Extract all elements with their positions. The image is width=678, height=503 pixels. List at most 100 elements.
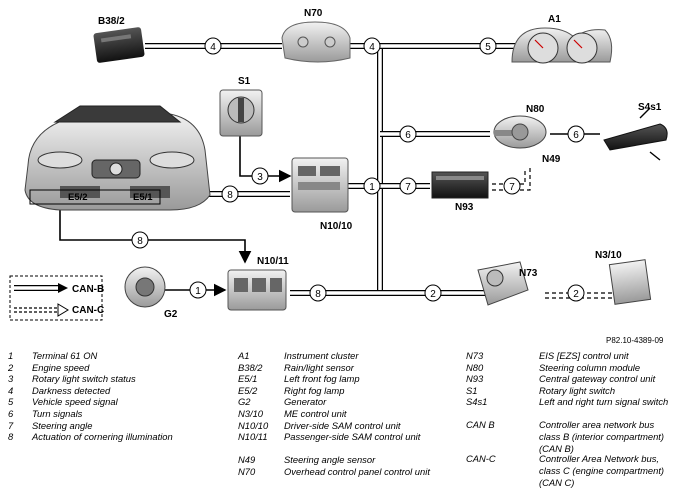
signal-marker: 2: [567, 284, 585, 302]
can-legend: CAN-B CAN-C: [9, 275, 104, 321]
legend-key: CAN-C: [466, 453, 496, 465]
signal-marker: 5: [479, 37, 497, 55]
signal-markers: 4 4 5 6 6 3 8 1 7 7 8 1 8 2 2: [131, 37, 585, 302]
legend-row: 8 Actuation of cornering illumination: [8, 431, 228, 443]
label-e5-2: E5/2: [68, 192, 88, 203]
signal-marker: 8: [309, 284, 327, 302]
svg-text:1: 1: [369, 182, 375, 193]
legend-key: 7: [8, 419, 14, 431]
legend-text: Rotary light switch status: [32, 373, 136, 385]
legend-text: Central gateway control unit: [539, 373, 656, 385]
label-can-b: CAN-B: [72, 284, 104, 295]
legend-text: Engine speed: [32, 361, 90, 373]
svg-text:6: 6: [573, 130, 579, 141]
legend-text: Steering angle: [32, 419, 93, 431]
legend-key: N70: [238, 465, 256, 477]
label-n70: N70: [304, 8, 323, 19]
signal-marker: 1: [189, 281, 207, 299]
label-n3-10: N3/10: [595, 250, 622, 261]
legend-key: CAN B: [466, 419, 495, 431]
legend-key: 8: [8, 431, 14, 443]
vehicle-front-view: E5/2 E5/1: [24, 105, 211, 211]
legend-text: Generator: [284, 396, 327, 408]
label-n80: N80: [526, 104, 545, 115]
a1-instrument-cluster: A1: [511, 14, 613, 64]
legend-row: N80 Steering column module: [466, 362, 676, 374]
legend-text: Vehicle speed signal: [32, 396, 118, 408]
legend-text: Actuation of cornering illumination: [32, 431, 173, 443]
n3-10-me-control-unit: N3/10: [595, 250, 652, 305]
legend-key: N80: [466, 361, 484, 373]
signal-marker: 2: [424, 284, 442, 302]
legend-key: N73: [466, 350, 484, 361]
figure-id: P82.10-4389-09: [606, 336, 664, 345]
svg-text:6: 6: [405, 130, 411, 141]
legend-row: N73 EIS [EZS] control unit: [466, 350, 676, 362]
legend-key: N3/10: [238, 407, 264, 419]
legend-text: Controller Area Network bus, class C (en…: [539, 453, 665, 488]
label-can-c: CAN-C: [72, 305, 104, 316]
b38-2-rain-light-sensor: B38/2: [93, 16, 145, 63]
wiring-diagram: B38/2 N70 A1 S1 E5/2 E5/1: [9, 8, 668, 345]
svg-text:8: 8: [227, 190, 233, 201]
legend-key: A1: [238, 350, 250, 361]
label-n93: N93: [455, 202, 474, 213]
legend-text: EIS [EZS] control unit: [539, 350, 629, 361]
svg-text:4: 4: [210, 42, 216, 53]
legend-text: Steering angle sensor: [284, 454, 376, 466]
legend-row: E5/2 Right fog lamp: [238, 385, 463, 397]
legend-text: Right fog lamp: [284, 384, 345, 396]
legend-text: Passenger-side SAM control unit: [284, 431, 421, 443]
s4s1-turn-signal-switch: S4s1: [603, 102, 668, 161]
legend-text: Terminal 61 ON: [32, 350, 98, 361]
legend-text: Steering column module: [539, 361, 641, 373]
label-e5-1: E5/1: [133, 192, 153, 203]
legend-key: B38/2: [238, 361, 263, 373]
label-a1: A1: [548, 14, 561, 25]
legend-text: Turn signals: [32, 407, 83, 419]
label-n73: N73: [519, 268, 538, 279]
label-n10-10: N10/10: [320, 221, 353, 232]
legend-key: N49: [238, 454, 256, 466]
legend-key: G2: [238, 396, 251, 408]
legend-key: E5/2: [238, 384, 258, 396]
legend-row: CAN-C Controller Area Network bus, class …: [466, 453, 676, 487]
legend-text: Left front fog lamp: [284, 373, 360, 385]
g2-generator: G2: [124, 266, 178, 320]
legend-key: N10/11: [238, 431, 268, 443]
legend-row: S4s1 Left and right turn signal switch: [466, 396, 676, 419]
legend-text: Instrument cluster: [284, 350, 359, 361]
svg-text:2: 2: [430, 289, 436, 300]
signal-marker: 6: [567, 125, 585, 143]
legend-key: E5/1: [238, 373, 258, 385]
s1-rotary-light-switch: S1: [219, 76, 263, 137]
label-n49: N49: [542, 154, 561, 165]
n10-10-driver-sam: N10/10: [291, 157, 353, 232]
legend-text: Driver-side SAM control unit: [284, 419, 401, 431]
svg-text:7: 7: [509, 182, 515, 193]
legend-row: G2 Generator: [238, 396, 463, 408]
signal-marker: 7: [399, 177, 417, 195]
svg-text:5: 5: [485, 42, 491, 53]
legend-key: S4s1: [466, 396, 488, 408]
svg-text:8: 8: [315, 289, 321, 300]
signal-marker: 1: [363, 177, 381, 195]
legend-key: 4: [8, 384, 14, 396]
legend-text: Overhead control panel control unit: [284, 465, 430, 477]
svg-text:8: 8: [137, 236, 143, 247]
legend-row: 7 Steering angle: [8, 420, 228, 432]
legend-text: Left and right turn signal switch: [539, 396, 669, 408]
label-g2: G2: [164, 309, 178, 320]
n70-overhead-panel: N70: [281, 8, 351, 63]
